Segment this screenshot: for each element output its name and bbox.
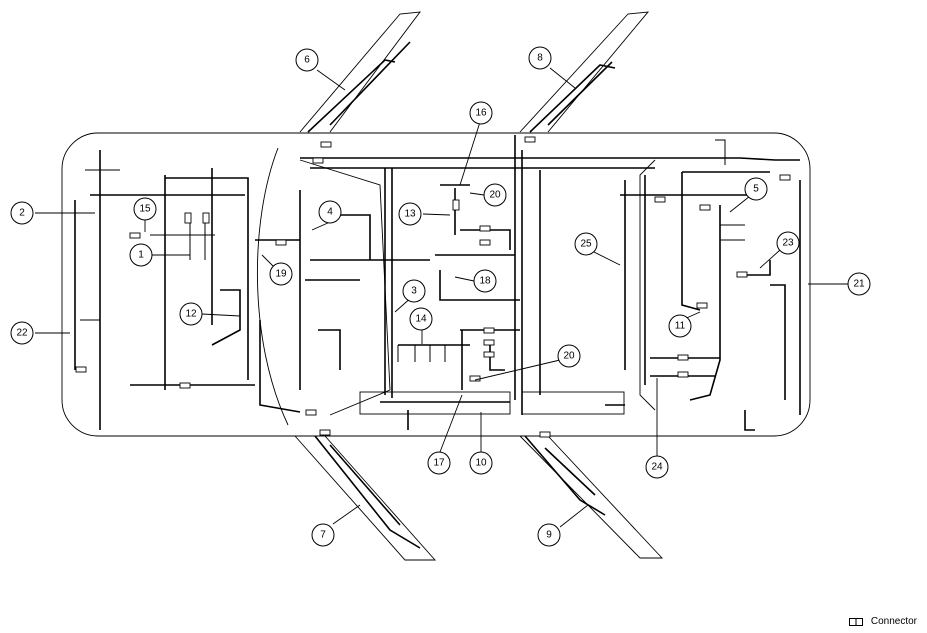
callout-12: 12 (179, 302, 203, 326)
connector-symbols (75, 136, 791, 438)
callout-24: 24 (645, 455, 669, 479)
svg-text:9: 9 (546, 530, 552, 541)
svg-text:3: 3 (411, 286, 417, 297)
svg-text:15: 15 (139, 204, 151, 215)
svg-text:21: 21 (853, 279, 865, 290)
callout-23: 23 (776, 231, 800, 255)
callout-18: 18 (473, 269, 497, 293)
callout-9: 9 (537, 523, 561, 547)
callout-6: 6 (295, 48, 319, 72)
svg-text:12: 12 (185, 309, 197, 320)
callout-3: 3 (402, 279, 426, 303)
svg-text:19: 19 (275, 269, 287, 280)
callouts: 1 2 3 4 5 6 7 8 9 10 11 12 13 14 15 16 1… (10, 46, 871, 547)
callout-8: 8 (528, 46, 552, 70)
legend: Connector (848, 616, 917, 627)
callout-14: 14 (409, 307, 433, 331)
callout-1: 1 (129, 243, 153, 267)
vehicle-outline (61, 11, 811, 561)
svg-text:11: 11 (675, 321, 686, 332)
callout-13: 13 (398, 202, 422, 226)
callout-20-lower: 20 (557, 344, 581, 368)
callout-25: 25 (574, 232, 598, 256)
svg-text:17: 17 (433, 458, 445, 469)
svg-text:13: 13 (404, 209, 416, 220)
svg-text:1: 1 (138, 250, 144, 261)
connector-symbol-icon (848, 617, 863, 626)
callout-15: 15 (133, 197, 157, 221)
svg-text:16: 16 (475, 108, 487, 119)
svg-text:14: 14 (415, 314, 427, 325)
callout-10: 10 (469, 451, 493, 475)
svg-text:6: 6 (304, 55, 310, 66)
svg-text:4: 4 (327, 207, 333, 218)
callout-2: 2 (10, 201, 34, 225)
callout-20-upper: 20 (483, 183, 507, 207)
svg-text:18: 18 (479, 276, 491, 287)
svg-text:22: 22 (16, 328, 28, 339)
callout-19: 19 (269, 262, 293, 286)
legend-connector-label: Connector (870, 616, 917, 627)
svg-text:24: 24 (651, 462, 663, 473)
svg-text:10: 10 (475, 458, 487, 469)
callout-7: 7 (311, 523, 335, 547)
leader-lines (35, 67, 848, 528)
callout-11: 11 (668, 314, 692, 338)
callout-17: 17 (427, 451, 451, 475)
svg-text:7: 7 (320, 530, 326, 541)
callout-4: 4 (318, 200, 342, 224)
svg-text:23: 23 (782, 238, 794, 249)
svg-text:5: 5 (753, 184, 759, 195)
svg-text:20: 20 (563, 351, 575, 362)
svg-text:2: 2 (19, 208, 25, 219)
svg-text:20: 20 (489, 190, 501, 201)
callout-5: 5 (744, 177, 768, 201)
callout-16: 16 (469, 101, 493, 125)
svg-text:25: 25 (580, 239, 592, 250)
callout-22: 22 (10, 321, 34, 345)
svg-text:8: 8 (537, 53, 543, 64)
callout-21: 21 (847, 272, 871, 296)
